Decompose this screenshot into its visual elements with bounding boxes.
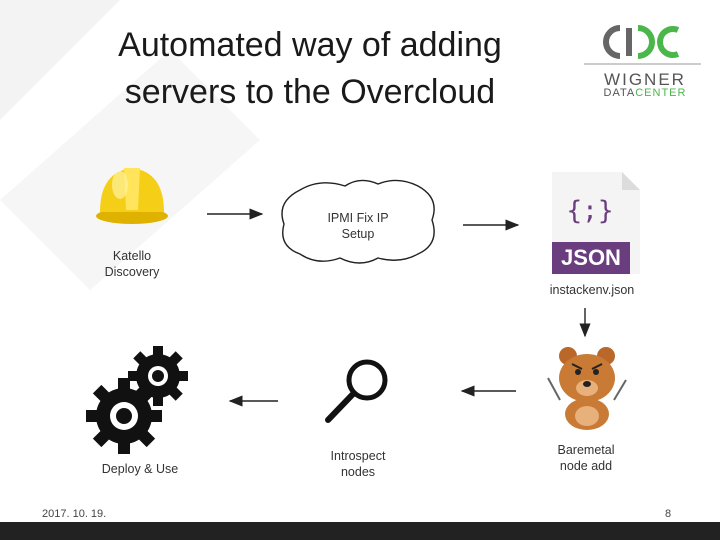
node-label-baremetal-line-1: Baremetal xyxy=(557,443,615,457)
node-label-baremetal-line-2: node add xyxy=(559,459,613,473)
slide-title-line-2: servers to the Overcloud xyxy=(124,73,496,111)
angry-bear-icon xyxy=(547,347,627,430)
json-icon-text: JSON xyxy=(561,245,621,270)
json-file-icon xyxy=(552,172,640,274)
wigner-logo-icon xyxy=(584,25,701,65)
node-label-katello: Katello Discovery xyxy=(92,248,172,280)
logo-sub-prefix: DATA xyxy=(603,87,636,99)
node-label-katello-line-2: Discovery xyxy=(104,265,160,279)
slide-title-line-1: Automated way of adding xyxy=(118,26,502,64)
node-label-ipmi-line-2: Setup xyxy=(341,227,375,241)
node-label-introspect-line-2: nodes xyxy=(340,465,376,479)
node-label-deploy-line-1: Deploy & Use xyxy=(101,462,179,476)
footer-bar xyxy=(0,522,720,540)
node-label-deploy: Deploy & Use xyxy=(94,461,186,477)
node-label-introspect-line-1: Introspect xyxy=(330,449,386,463)
logo-name: WIGNER xyxy=(604,70,686,89)
json-icon-glyph: {;} xyxy=(566,196,614,226)
node-label-ipmi-line-1: IPMI Fix IP xyxy=(327,211,389,225)
logo-sub-accent: CENTER xyxy=(635,87,687,99)
node-label-ipmi: IPMI Fix IP Setup xyxy=(316,210,400,242)
node-label-introspect: Introspect nodes xyxy=(316,448,400,480)
slide-page-number: 8 xyxy=(665,508,672,520)
slide-date: 2017. 10. 19. xyxy=(42,508,107,520)
node-label-json: instackenv.json xyxy=(540,282,644,298)
cloud-shape xyxy=(281,179,435,264)
magnifier-icon xyxy=(325,359,388,423)
node-label-json-line-1: instackenv.json xyxy=(549,283,635,297)
node-label-baremetal: Baremetal node add xyxy=(544,442,628,474)
logo-subtitle: DATACENTER xyxy=(590,87,700,99)
gears-icon xyxy=(86,346,188,454)
node-label-katello-line-1: Katello xyxy=(112,249,152,263)
hard-hat-icon xyxy=(96,168,168,224)
slide-title: Automated way of adding servers to the O… xyxy=(60,22,560,116)
